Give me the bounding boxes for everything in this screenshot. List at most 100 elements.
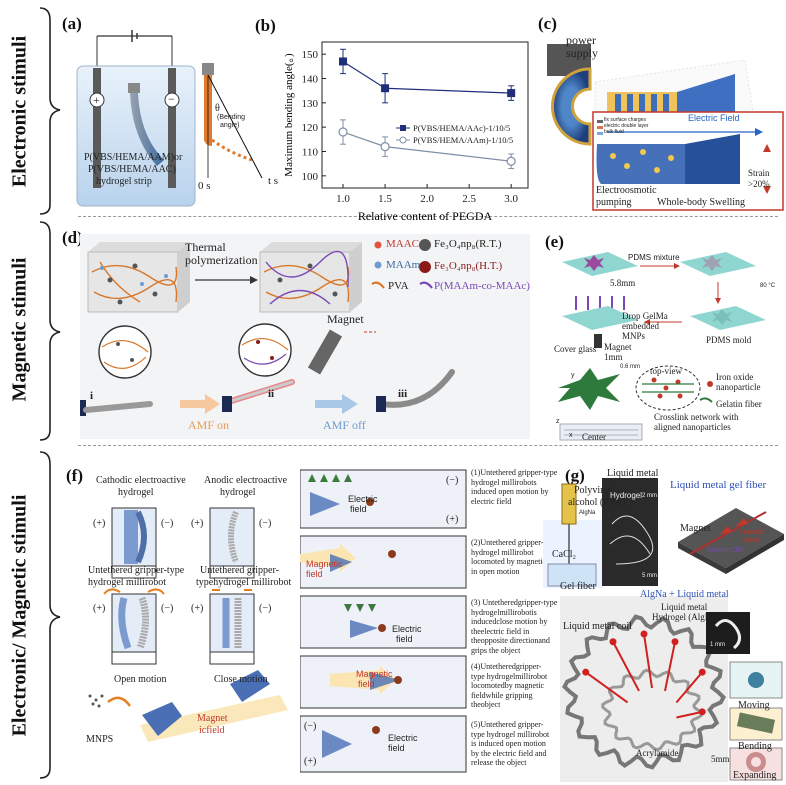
panel-f-step-line: type hydrogel millirobot xyxy=(471,729,550,739)
panel-f-pl-3: (+) xyxy=(93,603,106,614)
panel-f-s5-mi: (−) xyxy=(304,721,317,732)
panel-f-s5-electric-2: field xyxy=(388,743,405,753)
panel-f-s1-mi: (−) xyxy=(446,475,459,486)
expansion-arrow xyxy=(675,671,704,704)
y-tick-label: 120 xyxy=(302,122,319,134)
arrow-head xyxy=(640,630,648,638)
section-label-electronic-magnetic: Electronic/ Magnetic stimuli xyxy=(8,494,31,737)
y-tick-label: 110 xyxy=(302,147,319,159)
panel-f-magfield-1: Magnet xyxy=(197,713,228,724)
panel-d-figure xyxy=(80,234,530,439)
panel-e-pdms-mix: PDMS mixture xyxy=(628,253,680,262)
panel-g-acryl: Acrylamide xyxy=(636,748,679,758)
panel-f-unt-1a: Untethered gripper-type xyxy=(88,565,185,576)
panel-e-cover: Cover glass xyxy=(554,344,597,354)
panel-d-thermal-1: Thermal xyxy=(185,240,226,254)
panel-g-lm-hyd-2: Hydrogel (AlgNa) xyxy=(652,612,719,622)
panel-f-step-line: (4)Untetheredgripper- xyxy=(471,662,542,671)
x-tick-label: 2.5 xyxy=(462,193,476,205)
x-tick-label: 1.0 xyxy=(336,193,350,205)
panel-g-letter: (g) xyxy=(565,466,585,485)
panel-g-figure xyxy=(543,478,784,782)
panel-f-pl-4: (+) xyxy=(191,603,204,614)
panel-d-magnet: Magnet xyxy=(327,312,364,326)
panel-g-lorentz-2: force xyxy=(744,537,760,544)
panel-f-mi-1: (−) xyxy=(161,518,174,529)
panel-f-s1-electric-2: field xyxy=(350,504,367,514)
panel-d-iii: iii xyxy=(398,388,408,400)
panel-g-liquid-metal: Liquid metal xyxy=(607,468,659,479)
panel-c-legend-2: electric double layer xyxy=(604,123,649,129)
panel-e-ax-y: y xyxy=(571,372,575,379)
panel-f-letter: (f) xyxy=(66,466,83,485)
separator xyxy=(78,445,778,447)
panel-g-hydrogel: Hydrogel xyxy=(610,491,643,500)
panel-f-step-line: inducedclose motion by xyxy=(471,617,548,627)
panel-g-mm2: 2 mm xyxy=(642,493,657,499)
arrow-head xyxy=(698,708,706,716)
panel-a-bending-1: (Bending xyxy=(217,114,246,121)
panel-f-anod-2: hydrogel xyxy=(220,487,256,498)
panel-e-drop-2: embedded xyxy=(622,321,659,331)
panel-e-iron-1: Iron oxide xyxy=(716,372,754,382)
panel-a-letter: (a) xyxy=(62,14,82,33)
panel-e-small: 0.6 mm xyxy=(620,364,641,370)
panel-f-step-line: grips the object xyxy=(471,645,521,655)
panel-f-s4-magnetic-2: field xyxy=(358,679,375,689)
arrow-head xyxy=(698,668,706,676)
panel-a-strip-label-1: P(VBS/HEMA/AAM)or xyxy=(84,152,183,163)
expansion-arrow xyxy=(643,633,653,689)
panel-d-ii: ii xyxy=(268,388,275,400)
panel-g-pva-1: Polyvinyl xyxy=(574,485,613,496)
panel-f-step-line: electric field xyxy=(471,496,512,506)
y-tick-label: 130 xyxy=(302,98,319,110)
panel-f-magfield-2: icfield xyxy=(199,725,225,736)
y-tick-label: 100 xyxy=(302,171,319,183)
panel-e-drop-3: MNPs xyxy=(622,331,646,341)
panel-a-strip-label-2: P(VBS/HEMA/AAC) xyxy=(88,164,176,175)
panel-d-i: i xyxy=(90,390,94,402)
panel-f-cath-1: Cathodic electroactive xyxy=(96,475,186,486)
panel-f-step-line: (3) Untetheredgripper-type xyxy=(471,598,558,607)
panel-f-s5-pl: (+) xyxy=(304,756,317,767)
section-label-electronic: Electronic stimuli xyxy=(8,35,31,188)
panel-f-s4-magnetic-1: Magnetic xyxy=(356,669,393,679)
panel-g-magnet: Magnet xyxy=(680,523,711,534)
panel-a-bending-2: angle) xyxy=(220,122,240,129)
panel-c-strain-2: >20% xyxy=(748,179,770,189)
panel-f-s1-electric-1: Electric xyxy=(348,494,378,504)
panel-f-step-line: type hydrogelmillirobot xyxy=(471,671,548,681)
panel-e-magnet-1: Magnet xyxy=(604,342,632,352)
panel-c-letter: (c) xyxy=(538,14,557,33)
data-point xyxy=(507,89,516,98)
panel-e-center: Center xyxy=(582,432,606,442)
arrow-head xyxy=(609,638,617,646)
panel-f-mnps: MNPS xyxy=(86,734,114,745)
panel-f-step-line: is induced open motion xyxy=(471,739,546,749)
panel-e-size: 5.8mm xyxy=(610,278,636,288)
expansion-arrow xyxy=(664,641,676,692)
panel-f-step-line: locomoted by magnetic field xyxy=(471,557,563,567)
panel-g-algna-lm: AlgNa + Liquid metal xyxy=(640,589,729,600)
panel-f-step-line: hydrogel millirobot xyxy=(471,547,534,557)
panel-c-strain-1: Strain xyxy=(748,168,770,178)
panel-f-s3-electric-1: Electric xyxy=(392,624,422,634)
panel-f-anod-1: Anodic electroactive xyxy=(204,475,288,486)
panel-f-cath-2: hydrogel xyxy=(118,487,154,498)
panel-a-plus: + xyxy=(93,93,100,107)
panel-b-letter: (b) xyxy=(255,16,276,35)
data-point xyxy=(381,84,390,93)
panel-c-power-1: power xyxy=(566,33,596,47)
panel-d-fe-ht: Fe₃O₄np₈(H.T.) xyxy=(434,260,503,272)
panel-g-scale: 5mm xyxy=(711,754,730,764)
panel-g-lm-gel-fiber: Liquid metal gel fiber xyxy=(670,479,767,491)
legend-marker xyxy=(400,125,406,131)
panel-d-maac: MAAC xyxy=(386,238,420,250)
panel-e-letter: (e) xyxy=(545,232,564,251)
panel-a-theta: θ xyxy=(215,103,220,114)
arrow-head xyxy=(671,638,679,646)
